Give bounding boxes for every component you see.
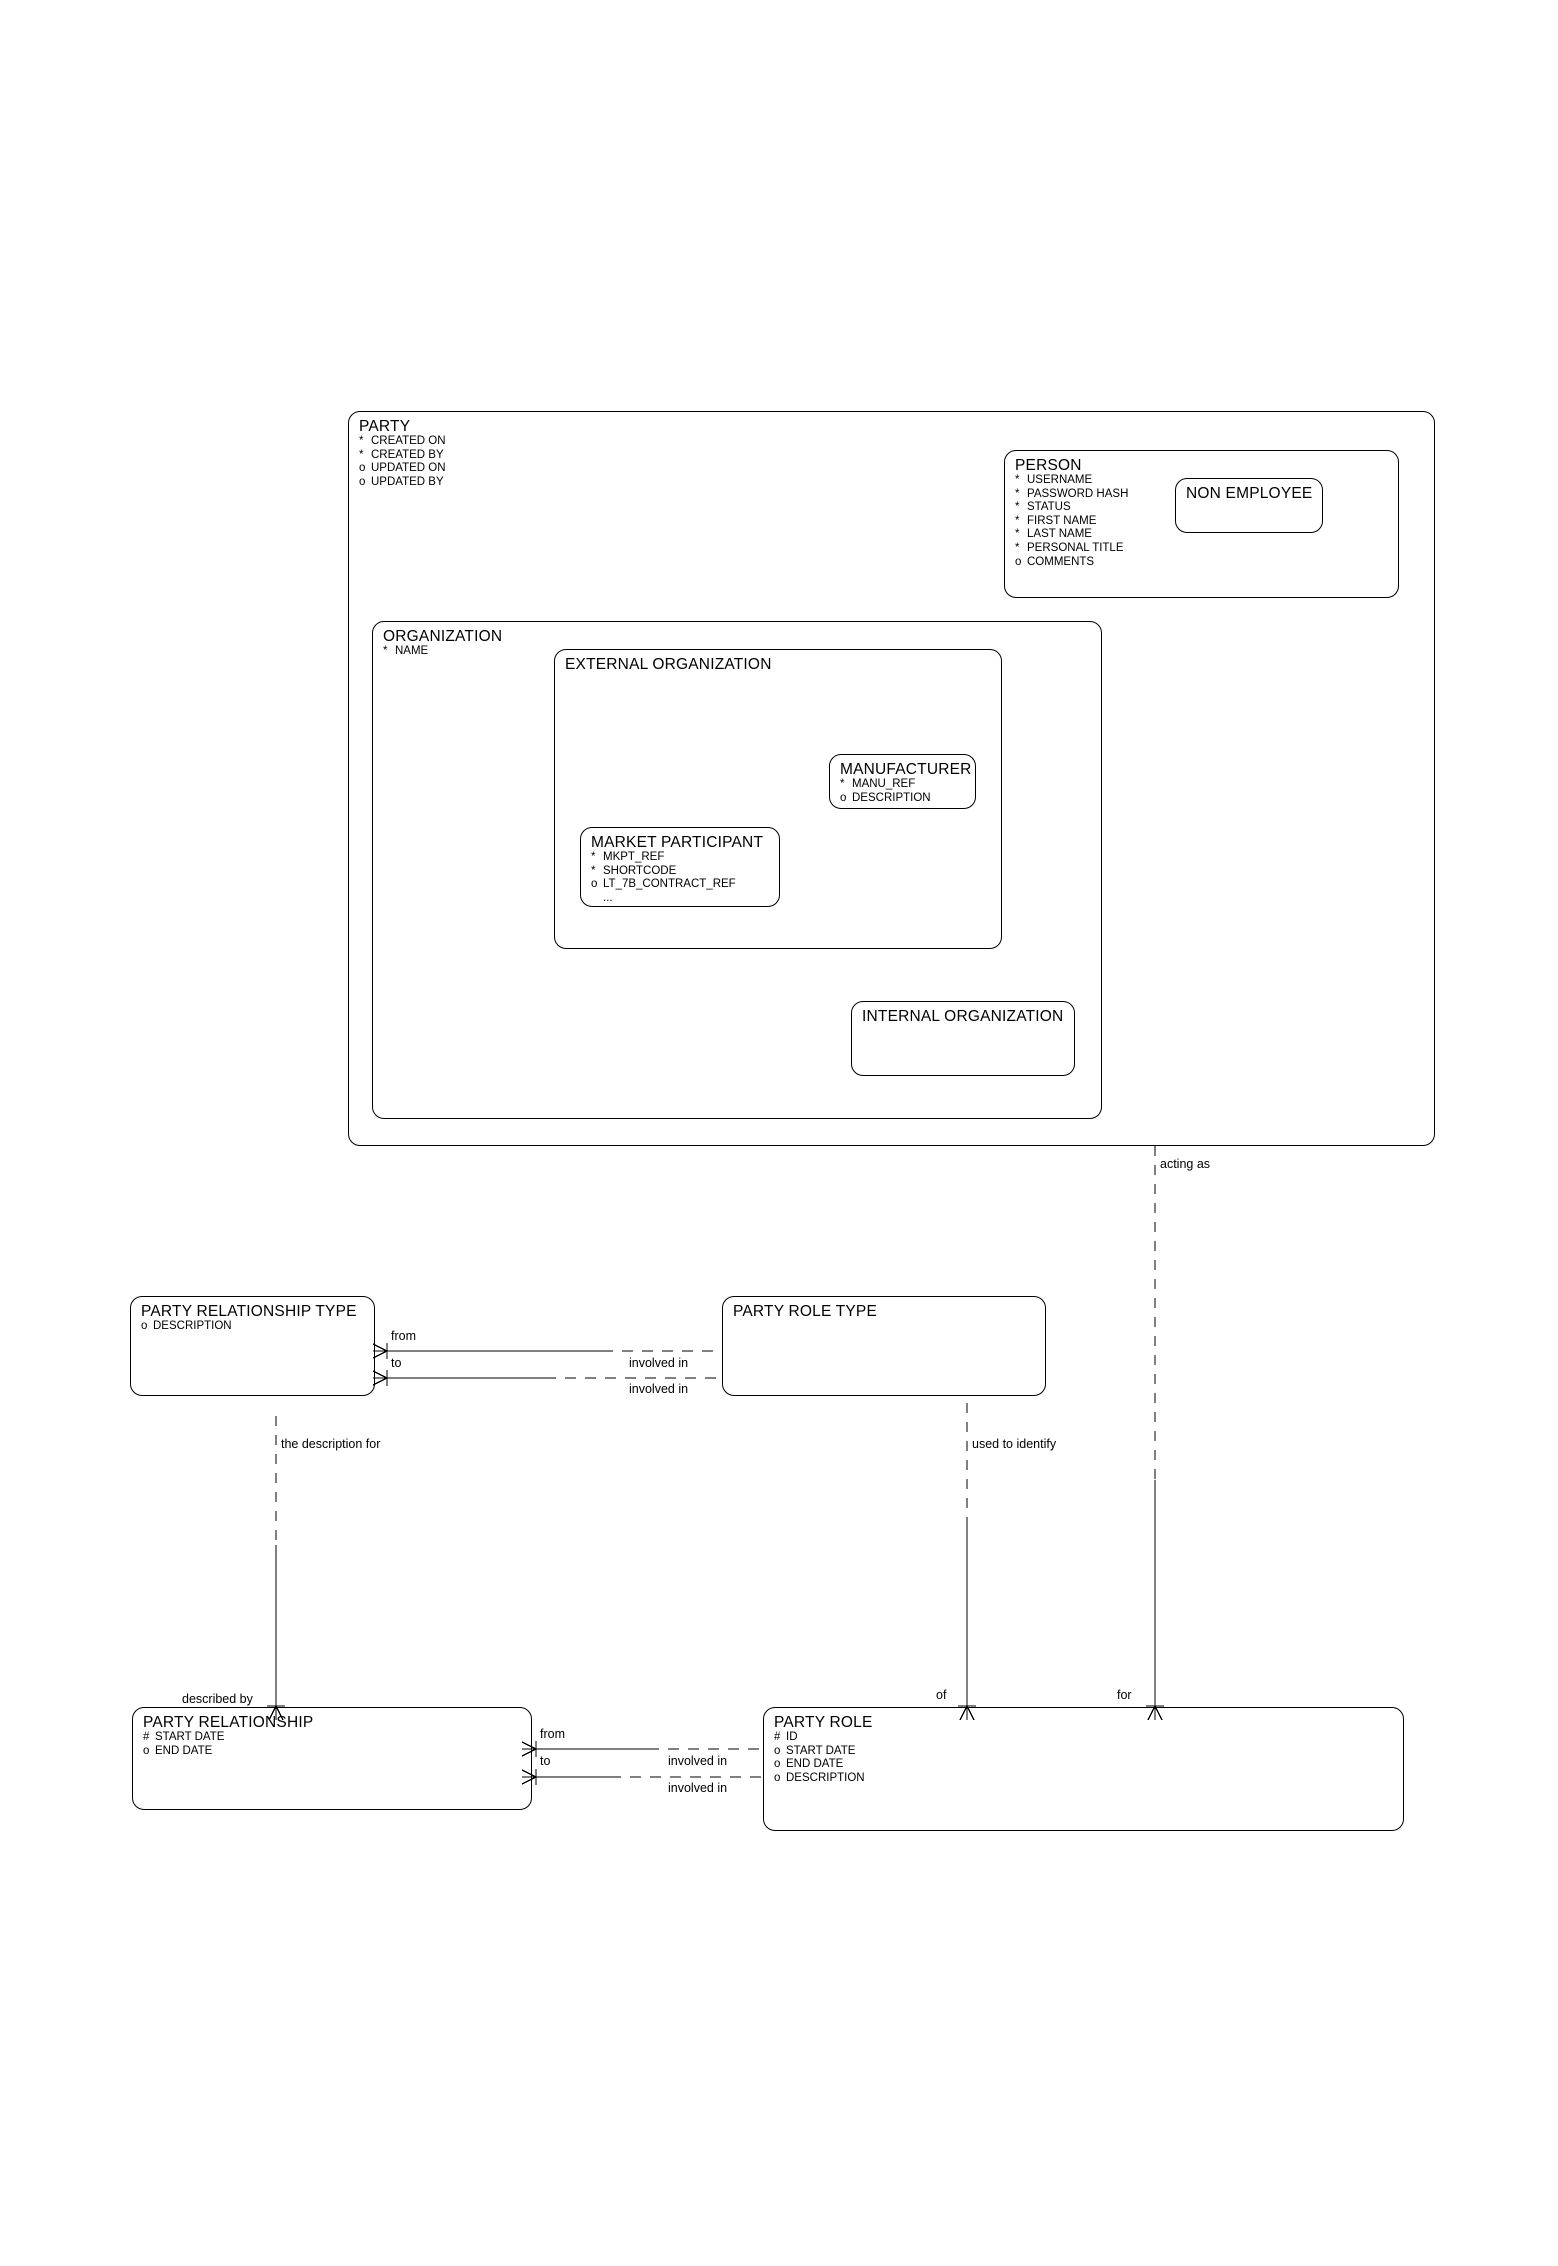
label-pr-involved-in-lower: involved in xyxy=(668,1781,728,1795)
label-used-to-identify: used to identify xyxy=(972,1437,1057,1451)
attribute-row: *PASSWORD HASH xyxy=(1015,487,1129,500)
entity-title-party-role-type: PARTY ROLE TYPE xyxy=(733,1303,877,1320)
crowfoot-prt-from xyxy=(372,1343,388,1359)
attribute-row: *NAME xyxy=(383,645,429,657)
entity-person[interactable]: PERSON *USERNAME *PASSWORD HASH *STATUS … xyxy=(1004,450,1399,598)
attribute-row: ... xyxy=(603,891,613,904)
entity-title-external-organization: EXTERNAL ORGANIZATION xyxy=(565,656,772,673)
entity-title-person: PERSON xyxy=(1015,457,1082,474)
entity-title-party-role: PARTY ROLE xyxy=(774,1714,873,1731)
entity-title-market-participant: MARKET PARTICIPANT xyxy=(591,834,764,851)
label-prt-involved-in-lower: involved in xyxy=(629,1382,689,1396)
entity-title-party: PARTY xyxy=(359,418,411,435)
entity-title-organization: ORGANIZATION xyxy=(383,628,503,645)
entity-organization[interactable]: ORGANIZATION *NAME xyxy=(372,621,1102,1119)
attribute-row: *MKPT_REF xyxy=(591,851,665,863)
attribute-row: *USERNAME xyxy=(1015,474,1093,486)
entity-title-internal-organization: INTERNAL ORGANIZATION xyxy=(862,1008,1064,1025)
attribute-row: *FIRST NAME xyxy=(1015,514,1097,527)
attribute-row: #START DATE xyxy=(143,1731,225,1743)
attribute-row: *PERSONAL TITLE xyxy=(1015,541,1124,554)
attribute-list-person: *USERNAME *PASSWORD HASH *STATUS *FIRST … xyxy=(1015,474,1388,569)
label-prt-involved-in-upper: involved in xyxy=(629,1356,689,1370)
label-pr-to: to xyxy=(540,1754,551,1768)
entity-party-role-type[interactable]: PARTY ROLE TYPE xyxy=(722,1296,1046,1396)
attribute-row: *MANU_REF xyxy=(840,778,916,790)
attribute-row: #ID xyxy=(774,1731,798,1743)
entity-title-party-relationship: PARTY RELATIONSHIP xyxy=(143,1714,314,1731)
label-prt-from: from xyxy=(391,1329,416,1343)
label-pr-involved-in-upper: involved in xyxy=(668,1754,728,1768)
attribute-list-organization: *NAME xyxy=(383,645,1091,659)
entity-external-organization[interactable]: EXTERNAL ORGANIZATION xyxy=(554,649,1002,949)
attribute-row: *CREATED BY xyxy=(359,448,444,461)
label-described-by: described by xyxy=(182,1692,253,1706)
crowfoot-prt-to xyxy=(372,1370,388,1386)
attribute-row: *CREATED ON xyxy=(359,435,446,447)
label-of: of xyxy=(936,1688,947,1702)
label-for: for xyxy=(1117,1688,1132,1702)
label-acting-as: acting as xyxy=(1160,1157,1211,1171)
entity-market-participant[interactable]: MARKET PARTICIPANT *MKPT_REF *SHORTCODE … xyxy=(580,827,780,907)
entity-non-employee[interactable]: NON EMPLOYEE xyxy=(1175,478,1323,533)
attribute-row: *LAST NAME xyxy=(1015,528,1092,541)
attribute-row: *SHORTCODE xyxy=(591,864,677,877)
entity-internal-organization[interactable]: INTERNAL ORGANIZATION xyxy=(851,1001,1075,1076)
label-prt-to: to xyxy=(391,1356,402,1370)
attribute-row: *STATUS xyxy=(1015,501,1071,514)
entity-title-party-relationship-type: PARTY RELATIONSHIP TYPE xyxy=(141,1303,357,1320)
entity-title-manufacturer: MANUFACTURER xyxy=(840,761,972,778)
entity-title-non-employee: NON EMPLOYEE xyxy=(1186,485,1313,502)
label-pr-from: from xyxy=(540,1727,565,1741)
label-the-description-for: the description for xyxy=(281,1437,381,1451)
